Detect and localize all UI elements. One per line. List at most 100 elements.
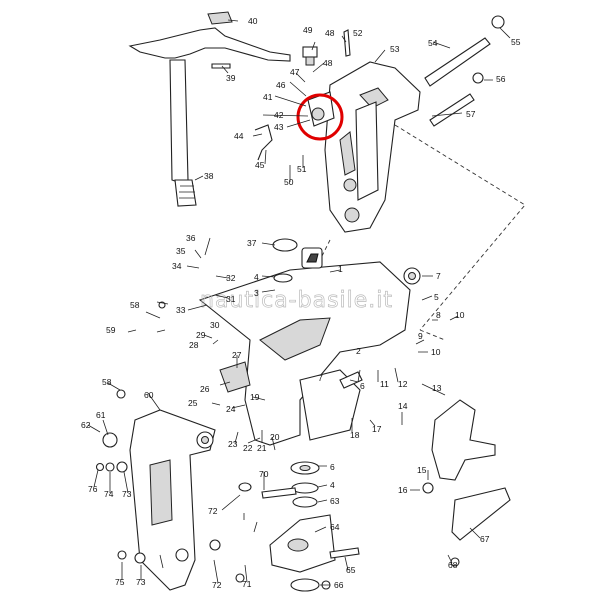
highlight-area-parts xyxy=(254,29,351,161)
label-55: 55 xyxy=(511,37,521,47)
label-46: 46 xyxy=(276,80,286,90)
label-19: 19 xyxy=(250,392,260,402)
label-26: 26 xyxy=(200,384,210,394)
label-10-lower: 10 xyxy=(431,347,441,357)
label-34: 34 xyxy=(172,261,182,271)
stern-bracket-right xyxy=(431,399,496,481)
label-70: 72 xyxy=(208,506,218,516)
label-9: 9 xyxy=(418,331,423,341)
label-60: 60 xyxy=(144,390,154,400)
label-6: 6 xyxy=(330,462,335,472)
label-63: 63 xyxy=(330,496,340,506)
label-59: 59 xyxy=(106,325,116,335)
label-29: 29 xyxy=(196,330,206,340)
label-73-lower: 75 xyxy=(115,577,125,587)
label-11: 11 xyxy=(380,379,389,389)
label-53: 53 xyxy=(390,44,400,54)
label-24: 24 xyxy=(226,404,236,414)
label-13: 13 xyxy=(432,383,442,393)
gear-grease-icon xyxy=(301,247,323,269)
label-27: 27 xyxy=(232,350,242,360)
label-47: 47 xyxy=(290,67,300,77)
label-28: 28 xyxy=(189,340,199,350)
label-12: 12 xyxy=(398,379,408,389)
label-64: 64 xyxy=(330,522,340,532)
label-15: 15 xyxy=(417,465,427,475)
label-39: 39 xyxy=(226,73,236,83)
label-35: 35 xyxy=(176,246,186,256)
wood-plate xyxy=(451,487,511,541)
stern-bracket-left xyxy=(129,409,216,591)
label-56: 56 xyxy=(496,74,506,84)
label-37: 37 xyxy=(247,238,257,248)
label-33: 33 xyxy=(176,305,186,315)
label-36: 36 xyxy=(186,233,196,243)
label-58-lower: 58 xyxy=(102,377,112,387)
label-30: 30 xyxy=(210,320,220,330)
label-66: 66 xyxy=(334,580,344,590)
tilt-tube-parts xyxy=(424,15,505,127)
label-4-upper: 4 xyxy=(254,272,259,282)
label-69-upper: 70 xyxy=(259,469,269,479)
label-23: 23 xyxy=(228,439,238,449)
label-51: 51 xyxy=(297,164,307,174)
label-22: 22 xyxy=(243,443,253,453)
label-5-lower: 6 xyxy=(360,381,365,391)
label-2: 2 xyxy=(356,346,361,356)
label-41: 41 xyxy=(263,92,273,102)
label-44: 44 xyxy=(234,131,244,141)
label-32: 32 xyxy=(226,273,236,283)
label-3: 3 xyxy=(254,288,259,298)
part-labels: 40 39 38 49 48 52 53 54 55 56 57 47 46 4… xyxy=(81,16,521,590)
swivel-bracket-upper xyxy=(324,61,421,233)
label-73-upper: 74 xyxy=(104,489,114,499)
label-20: 20 xyxy=(270,432,280,442)
watermark-text: nautica-basile.it xyxy=(200,288,393,313)
steering-arm-assembly xyxy=(128,11,291,207)
label-10-upper: 10 xyxy=(455,310,465,320)
label-25: 25 xyxy=(188,398,198,408)
highlighted-part-circle xyxy=(296,93,344,141)
label-72-lower: 73 xyxy=(136,577,146,587)
label-69-lower: 71 xyxy=(242,579,252,589)
label-67: 67 xyxy=(480,534,490,544)
label-50: 50 xyxy=(284,177,294,187)
label-38: 38 xyxy=(204,171,214,181)
label-65: 65 xyxy=(346,565,356,575)
label-58-upper: 58 xyxy=(130,300,140,310)
label-57: 57 xyxy=(466,109,476,119)
leader-lines xyxy=(87,19,511,586)
label-17: 17 xyxy=(372,424,382,434)
label-74: 76 xyxy=(88,484,98,494)
label-72-upper: 73 xyxy=(122,489,132,499)
label-42: 42 xyxy=(274,110,284,120)
label-7-lower: 7 xyxy=(318,373,323,383)
anode-part xyxy=(269,514,336,592)
label-45: 45 xyxy=(255,160,265,170)
label-5-upper: 5 xyxy=(434,292,439,302)
label-8: 8 xyxy=(436,310,441,320)
label-4-lower: 4 xyxy=(330,480,335,490)
bushing-stack xyxy=(238,238,320,508)
label-31: 31 xyxy=(226,294,236,304)
label-54: 54 xyxy=(428,38,438,48)
label-7-upper: 7 xyxy=(436,271,441,281)
clamp-bracket xyxy=(198,261,421,446)
label-62: 62 xyxy=(81,420,91,430)
assembly-outline xyxy=(299,124,526,341)
label-43: 43 xyxy=(274,122,284,132)
label-40: 40 xyxy=(248,16,258,26)
label-14: 14 xyxy=(398,401,408,411)
label-18: 18 xyxy=(350,430,360,440)
label-21: 21 xyxy=(257,443,267,453)
label-71: 72 xyxy=(212,580,222,590)
label-16: 16 xyxy=(398,485,408,495)
label-48b: 48 xyxy=(323,58,333,68)
label-49: 49 xyxy=(303,25,313,35)
label-61: 61 xyxy=(96,410,106,420)
label-68: 68 xyxy=(448,560,458,570)
label-52: 52 xyxy=(353,28,363,38)
label-1: 1 xyxy=(338,264,343,274)
